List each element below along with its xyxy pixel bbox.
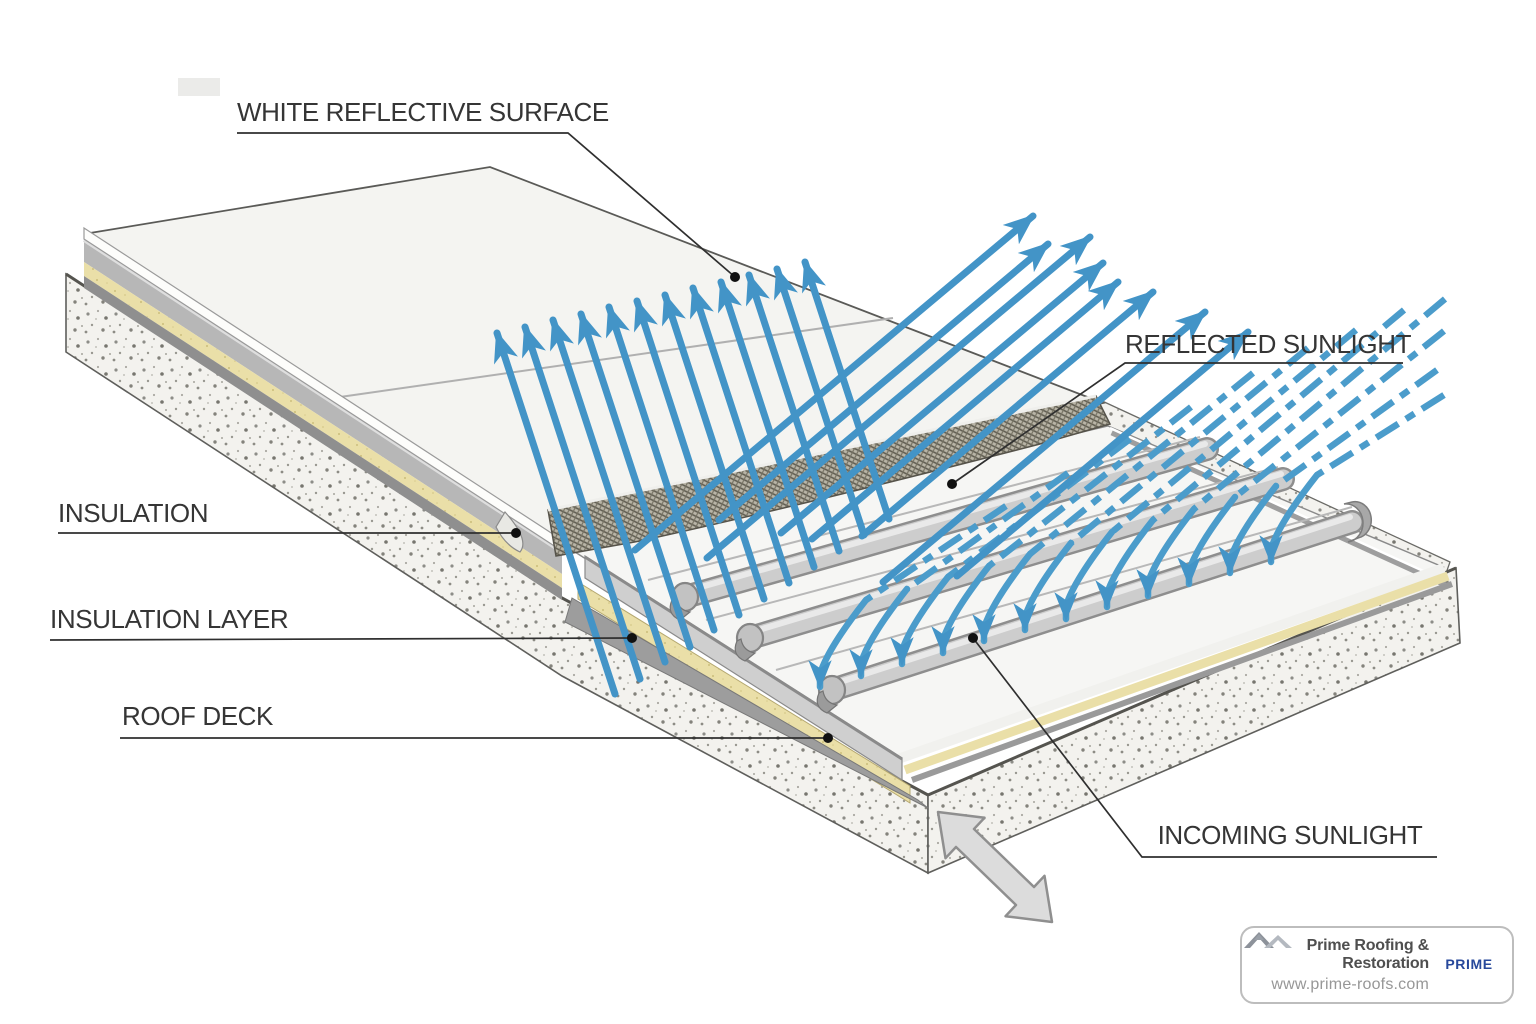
callout-dots [511, 272, 978, 743]
reflected-sunlight-diagonal-rays [631, 212, 1252, 586]
image-artifact [178, 78, 220, 96]
pipe-flange [1343, 500, 1372, 543]
label-insulation: INSULATION [58, 498, 209, 528]
roof-icon [1244, 932, 1292, 948]
insulation-band-left [84, 262, 562, 588]
brand-logo-label: PRIME [1445, 956, 1493, 972]
pipe [669, 437, 1219, 621]
brand-logo: PRIME [1244, 932, 1500, 972]
layer-stack-left [82, 238, 564, 600]
incoming-sunlight-rays [808, 296, 1448, 691]
brand-company-name: Prime Roofing & Restoration [1306, 936, 1430, 972]
branding-card: Prime Roofing & Restoration www.prime-ro… [1240, 926, 1514, 1004]
callout-leaders [49, 132, 1437, 858]
double-headed-arrow-icon [936, 810, 1054, 924]
brand-website: www.prime-roofs.com [1271, 975, 1429, 993]
label-incoming-sunlight: INCOMING SUNLIGHT [1157, 820, 1423, 850]
label-reflected-sunlight: REFLECTED SUNLIGHT [1125, 329, 1412, 359]
dark-layer-band-left [84, 276, 562, 600]
label-insulation-layer: INSULATION LAYER [50, 604, 289, 634]
cover-board-band [84, 238, 562, 574]
reflected-sunlight-steep-rays [493, 258, 893, 698]
label-roof-deck: ROOF DECK [122, 701, 273, 731]
insulation-layer-band [564, 597, 929, 809]
label-white-reflective-surface: WHITE REFLECTIVE SURFACE [237, 97, 609, 127]
